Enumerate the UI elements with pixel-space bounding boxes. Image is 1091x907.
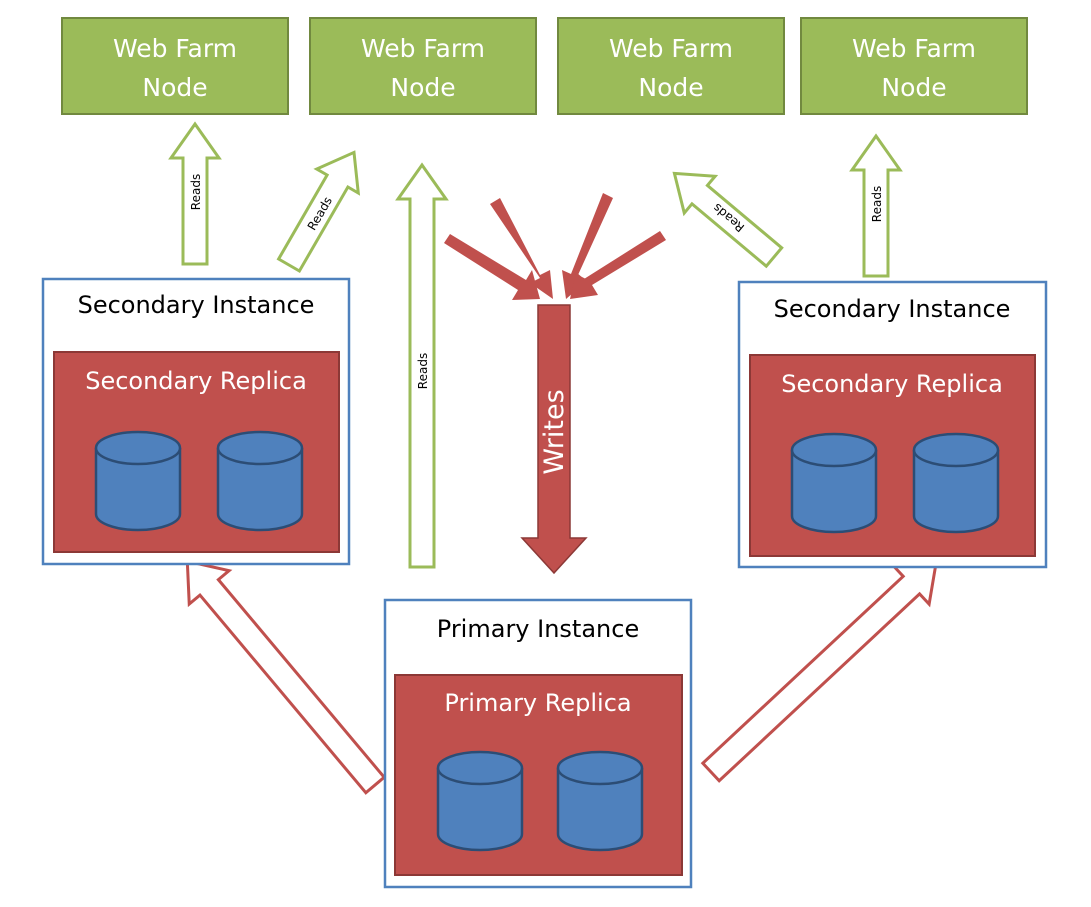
secondary-instance-left-label: Secondary Instance	[78, 291, 315, 319]
web-farm-node-4-line1: Web Farm	[852, 34, 976, 63]
secondary-instance-right: Secondary Instance Secondary Replica	[737, 280, 1048, 569]
reads-arrow-right-up: Reads	[849, 133, 903, 278]
secondary-instance-right-label: Secondary Instance	[774, 295, 1011, 323]
reads-label-3: Reads	[416, 353, 430, 389]
primary-replica-label: Primary Replica	[444, 689, 631, 717]
primary-instance-label: Primary Instance	[437, 615, 639, 643]
secondary-instance-left: Secondary Instance Secondary Replica	[41, 277, 351, 566]
reads-label-5: Reads	[870, 186, 884, 222]
secondary-replica-right-label: Secondary Replica	[781, 370, 1003, 398]
reads-label-1: Reads	[189, 174, 203, 210]
web-farm-node-2-line2: Node	[390, 73, 455, 102]
sync-arrow-to-left-secondary	[185, 559, 387, 795]
database-cylinder-icon	[790, 432, 878, 534]
web-farm-node-4: Web Farm Node	[800, 17, 1028, 115]
reads-arrow-left-up: Reads	[168, 121, 222, 266]
secondary-replica-left-label: Secondary Replica	[85, 367, 307, 395]
database-cylinder-icon	[556, 750, 644, 852]
web-farm-node-3: Web Farm Node	[557, 17, 785, 115]
web-farm-node-1-line1: Web Farm	[113, 34, 237, 63]
web-farm-node-4-line2: Node	[881, 73, 946, 102]
writes-incoming-3	[562, 193, 613, 299]
web-farm-node-1-line2: Node	[142, 73, 207, 102]
web-farm-node-2: Web Farm Node	[309, 17, 537, 115]
writes-incoming-1	[444, 234, 540, 300]
web-farm-node-3-line1: Web Farm	[609, 34, 733, 63]
web-farm-node-2-line1: Web Farm	[361, 34, 485, 63]
database-cylinder-icon	[94, 430, 182, 532]
reads-arrow-left-diagonal: Reads	[276, 150, 361, 274]
database-cylinder-icon	[436, 750, 524, 852]
database-cylinder-icon	[912, 432, 1000, 534]
writes-converging-arrows	[444, 193, 666, 300]
reads-arrow-right-diagonal: Reads	[672, 171, 784, 269]
writes-arrow-down: Writes	[520, 304, 588, 575]
reads-arrow-primary: Reads	[395, 162, 449, 569]
writes-label: Writes	[539, 389, 570, 474]
sync-arrow-to-right-secondary	[700, 560, 939, 783]
database-cylinder-icon	[216, 430, 304, 532]
primary-instance: Primary Instance Primary Replica	[383, 598, 693, 889]
writes-incoming-2	[490, 198, 553, 299]
web-farm-node-1: Web Farm Node	[61, 17, 289, 115]
writes-incoming-4	[570, 231, 666, 299]
web-farm-node-3-line2: Node	[638, 73, 703, 102]
